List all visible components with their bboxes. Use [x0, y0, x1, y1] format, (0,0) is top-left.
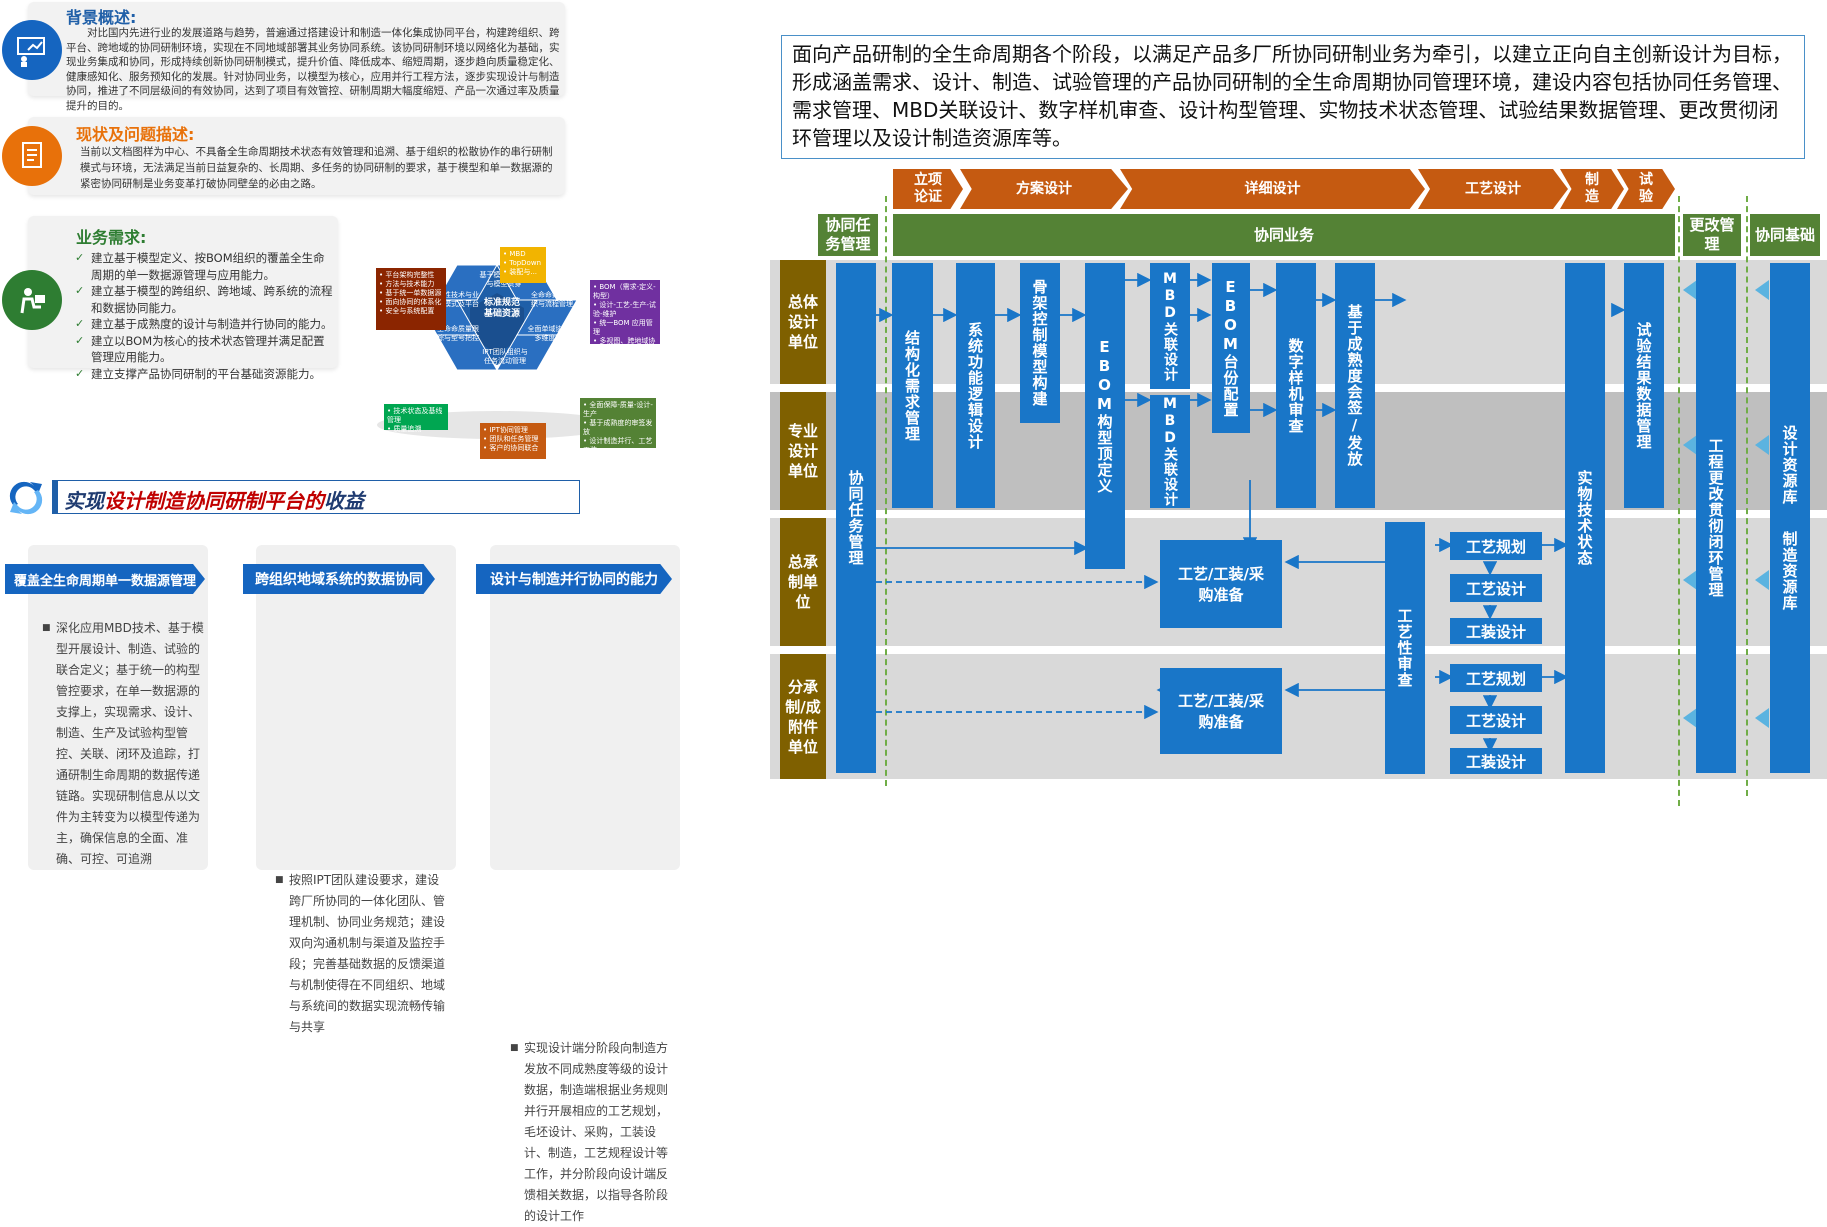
group-change-mgmt: 更改管 理 — [1683, 214, 1741, 256]
box-dmu-review: 数字样机审查 — [1276, 263, 1316, 508]
hex-note: • MBD • TopDown • 装配与... — [500, 247, 546, 283]
needs-item: 建立基于模型定义、按BOM组织的覆盖全生命周期的单一数据源管理与应用能力。 — [73, 250, 333, 283]
box-test-data: 试验结果数据管理 — [1624, 263, 1664, 508]
intro-box — [781, 35, 1805, 159]
benefit-card-3-head: 设计与制造并行协同的能力 — [476, 564, 672, 594]
hex-note: • 全面保障-质量-设计-生产 • 基于成熟度的审签发放 • 设计制造并行、工艺… — [580, 398, 656, 463]
background-icon-circle — [2, 20, 62, 80]
benefit-title-b: 设计制造协同研制平台的 — [104, 489, 324, 513]
box-proc-design-1: 工艺设计 — [1450, 574, 1542, 602]
benefit-card-2 — [256, 545, 456, 870]
phase-xiangxi: 详细设计 — [1120, 169, 1425, 209]
box-mbd-1: MBD关联设计 — [1150, 263, 1190, 389]
box-sys-design: 系统功能逻辑设计 — [956, 263, 995, 508]
unit-zhuanye: 专业 设计 单位 — [780, 392, 826, 510]
box-sign-release: 基于成熟度会签/发放 — [1335, 263, 1375, 508]
benefit-card-1-head: 覆盖全生命周期单一数据源管理 — [5, 564, 205, 594]
design-resource-lib: 设计资源库 — [1780, 425, 1799, 505]
benefit-title-c: 收益 — [324, 489, 364, 513]
intro-text: 面向产品研制的全生命周期各个阶段，以满足产品多厂所协同研制业务为牵引，以建立正向… — [792, 42, 1792, 150]
box-tool-design-2: 工装设计 — [1450, 748, 1542, 774]
benefit-title-a: 实现 — [64, 489, 104, 513]
status-text: 当前以文档图样为中心、不具备全生命周期技术状态有效管理和追溯、基于组织的松散协作… — [80, 146, 553, 190]
hex-note: • IPT协同管理 • 团队和任务管理 • 客户的协同联合 — [480, 423, 546, 459]
hex-note: • 平台架构完整性 • 方法与技术能力 • 基于统一单数据源 • 面向协同的体系… — [376, 268, 446, 330]
phase-fangan: 方案设计 — [960, 169, 1128, 209]
box-tool-design-1: 工装设计 — [1450, 618, 1542, 644]
background-card — [28, 2, 565, 96]
box-resource-libs: 设计资源库 制造资源库 — [1770, 263, 1810, 773]
box-physical-status: 实物技术状态 — [1565, 263, 1605, 773]
group-task-mgmt: 协同任 务管理 — [818, 214, 878, 256]
hex-cell: 共性技术与业 务模式及平台 — [437, 291, 479, 308]
needs-item: 建立以BOM为核心的技术状态管理并满足配置管理应用能力。 — [73, 333, 333, 366]
status-card — [28, 117, 565, 195]
needs-icon-circle — [2, 270, 62, 330]
box-prep-2: 工艺/工装/采 购准备 — [1160, 668, 1282, 754]
unit-fencheng: 分承 制/成 附件 单位 — [780, 654, 826, 779]
box-proc-design-2: 工艺设计 — [1450, 706, 1542, 734]
worker-icon — [20, 288, 45, 314]
lane-fencheng — [770, 654, 1827, 779]
benefit-card-2-text: 按照IPT团队建设要求，建设跨厂所协同的一体化团队、管理机制、协同业务规范；建设… — [275, 870, 445, 1038]
hex-note: • BOM（需求-定义-构型） • 设计-工艺-生产-试验-维护 • 统一BOM… — [590, 280, 660, 363]
needs-title: 业务需求: — [76, 228, 147, 247]
phase-lixiang: 立项 论证 — [893, 169, 963, 209]
box-skeleton: 骨架控制模型构建 — [1020, 263, 1060, 423]
benefit-card-2-head: 跨组织地域系统的数据协同 — [243, 564, 435, 594]
hex-cell: 全面单域协同与 多维度协同 — [527, 325, 577, 342]
needs-item: 建立基于模型的跨组织、跨地域、跨系统的流程和数据协同能力。 — [73, 283, 333, 316]
needs-item: 建立基于成熟度的设计与制造并行协同的能力。 — [73, 316, 333, 333]
hex-center-label: 标准规范 基础资源 — [483, 298, 520, 319]
benefit-card-3-text: 实现设计端分阶段向制造方发放不同成熟度等级的设计数据，制造端根据业务规则并行开展… — [510, 1038, 675, 1227]
benefit-title-left-bar — [52, 480, 58, 514]
needs-list: 建立基于模型定义、按BOM组织的覆盖全生命周期的单一数据源管理与应用能力。 建立… — [73, 250, 333, 382]
box-proc-plan-1: 工艺规划 — [1450, 532, 1542, 560]
status-icon-circle — [2, 126, 62, 186]
box-mbd-2: MBD关联设计 — [1150, 395, 1190, 508]
box-process-review: 工艺性审查 — [1385, 522, 1425, 774]
background-text: 对比国内先进行业的发展道路与趋势，普遍通过搭建设计和制造一体化集成协同平台，构建… — [66, 27, 560, 112]
box-task-mgmt: 协同任务管理 — [836, 263, 876, 773]
group-collab-business: 协同业务 — [893, 214, 1675, 256]
unit-zongti: 总体 设计 单位 — [780, 260, 826, 384]
guide-line-2 — [1678, 196, 1680, 806]
box-ebom-cfg: EBOM台份配置 — [1212, 263, 1250, 433]
background-title: 背景概述: — [66, 8, 137, 27]
document-icon — [22, 142, 42, 168]
hex-note: • 技术状态及基线管理 • 质量追溯 — [384, 404, 448, 433]
box-proc-plan-2: 工艺规划 — [1450, 664, 1542, 692]
group-collab-foundation: 协同基础 — [1750, 214, 1820, 256]
needs-item: 建立支撑产品协同研制的平台基础资源能力。 — [73, 366, 333, 383]
status-title: 现状及问题描述: — [76, 125, 195, 144]
hex-cell: 全命命数据组 织与流程管理 — [531, 291, 573, 308]
benefit-title-box — [52, 480, 580, 514]
benefit-card-1-text: 深化应用MBD技术、基于模型开展设计、制造、试验的联合定义；基于统一的构型管控要… — [42, 618, 207, 870]
presentation-icon — [17, 37, 45, 67]
benefit-card-3 — [490, 545, 680, 870]
box-change-closure: 工程更改贯彻闭环管理 — [1696, 263, 1736, 773]
box-prep-1: 工艺/工装/采 购准备 — [1160, 540, 1282, 628]
mfg-resource-lib: 制造资源库 — [1780, 531, 1799, 611]
unit-zongcheng: 总承 制单 位 — [780, 518, 826, 646]
guide-line-1 — [885, 196, 887, 786]
benefit-logo-icon — [6, 478, 46, 522]
hex-cell: 全命命质量跟 踪与型号把控 — [437, 325, 479, 342]
box-req-mgmt: 结构化需求管理 — [892, 263, 933, 508]
guide-line-3 — [1746, 196, 1748, 796]
benefit-title: 实现设计制造协同研制平台的收益 — [64, 485, 364, 514]
phase-gongyi: 工艺设计 — [1418, 169, 1568, 209]
box-ebom-def: EBOM构型顶定义 — [1085, 263, 1125, 569]
hex-cell: IPT团队组织与 任务流动管理 — [482, 348, 528, 365]
